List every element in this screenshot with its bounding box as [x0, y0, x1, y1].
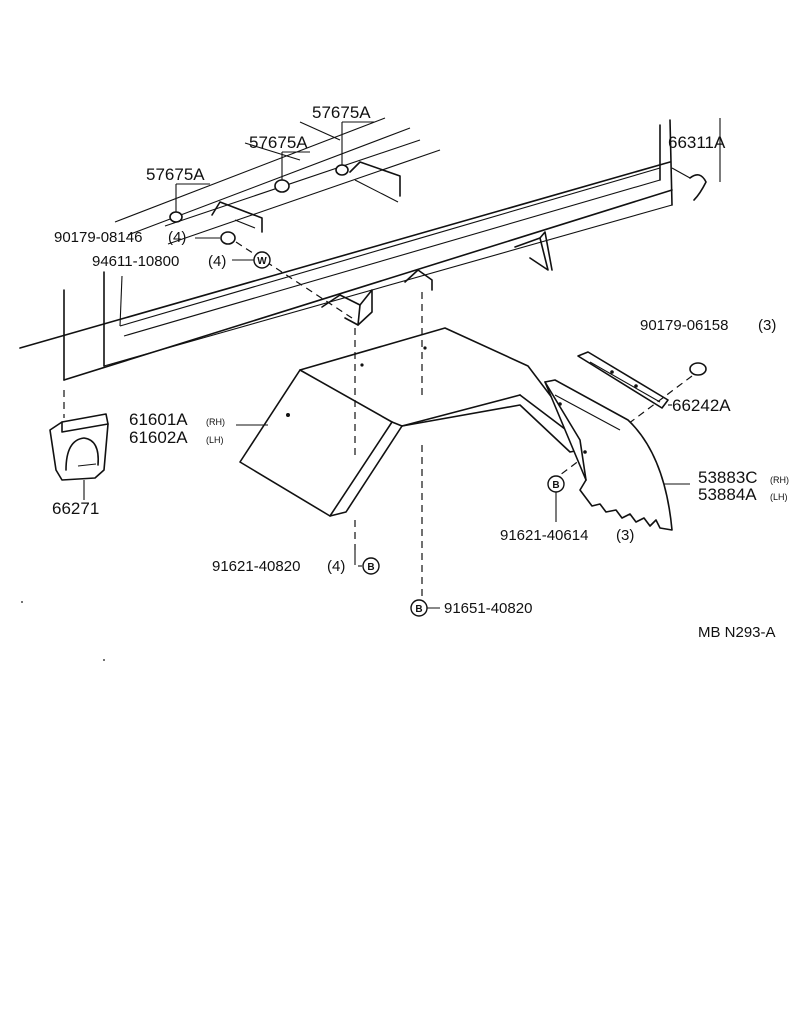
washer-callout-text: W — [257, 256, 267, 267]
label-bolt-91621-40820: 91621-40820 — [212, 558, 300, 575]
hook-part — [671, 167, 707, 201]
label-bracket-66271: 66271 — [52, 499, 99, 518]
bracket-66271 — [49, 390, 109, 500]
label-bolt-91621-40614: 91621-40614 — [500, 527, 588, 544]
label-bolt-91651-40820: 91651-40820 — [444, 600, 532, 617]
label-fender-rh-suffix: (RH) — [206, 417, 225, 427]
clip-parts — [169, 121, 375, 223]
label-fender-rh: 61601A — [129, 410, 188, 429]
label-nut-90179-06158-qty: (3) — [758, 317, 776, 334]
label-fender-lh-suffix: (LH) — [206, 435, 224, 445]
label-washer-94611-qty: (4) — [208, 253, 226, 270]
label-mudguard-lh-suffix: (LH) — [770, 492, 788, 502]
bolt-callout-text-3: B — [415, 604, 422, 615]
label-nut-90179-06158: 90179-06158 — [640, 317, 728, 334]
label-mudguard-rh-suffix: (RH) — [770, 475, 789, 485]
label-fender-lh: 61602A — [129, 428, 188, 447]
bolt-callout-text-2: B — [367, 562, 374, 573]
nut-washer-parts — [195, 231, 353, 319]
label-stay-66242: 66242A — [672, 396, 731, 415]
bolt-callout-marker-3 — [410, 599, 428, 617]
label-nut-90179-08146-qty: (4) — [168, 229, 186, 246]
mudguard — [544, 379, 690, 531]
label-bolt-91621-40614-qty: (3) — [616, 527, 634, 544]
label-hook-66311: 66311A — [668, 133, 726, 152]
fender — [236, 292, 591, 600]
washer-callout-marker — [253, 251, 271, 269]
bolt-callout-text-1: B — [552, 480, 559, 491]
label-mudguard-rh: 53883C — [698, 468, 758, 487]
label-clip-b: 57675A — [249, 133, 308, 152]
label-bolt-91621-40820-qty: (4) — [327, 558, 345, 575]
bolt-callout-marker-1 — [547, 475, 565, 493]
bolt-callout-marker-2 — [362, 557, 380, 575]
label-clip-c: 57675A — [312, 103, 371, 122]
label-washer-94611: 94611-10800 — [92, 253, 179, 270]
label-nut-90179-08146: 90179-08146 — [54, 229, 142, 246]
label-clip-a: 57675A — [146, 165, 205, 184]
bed-frame — [19, 117, 721, 381]
diagram-code: MB N293-A — [698, 624, 776, 641]
label-mudguard-lh: 53884A — [698, 485, 757, 504]
